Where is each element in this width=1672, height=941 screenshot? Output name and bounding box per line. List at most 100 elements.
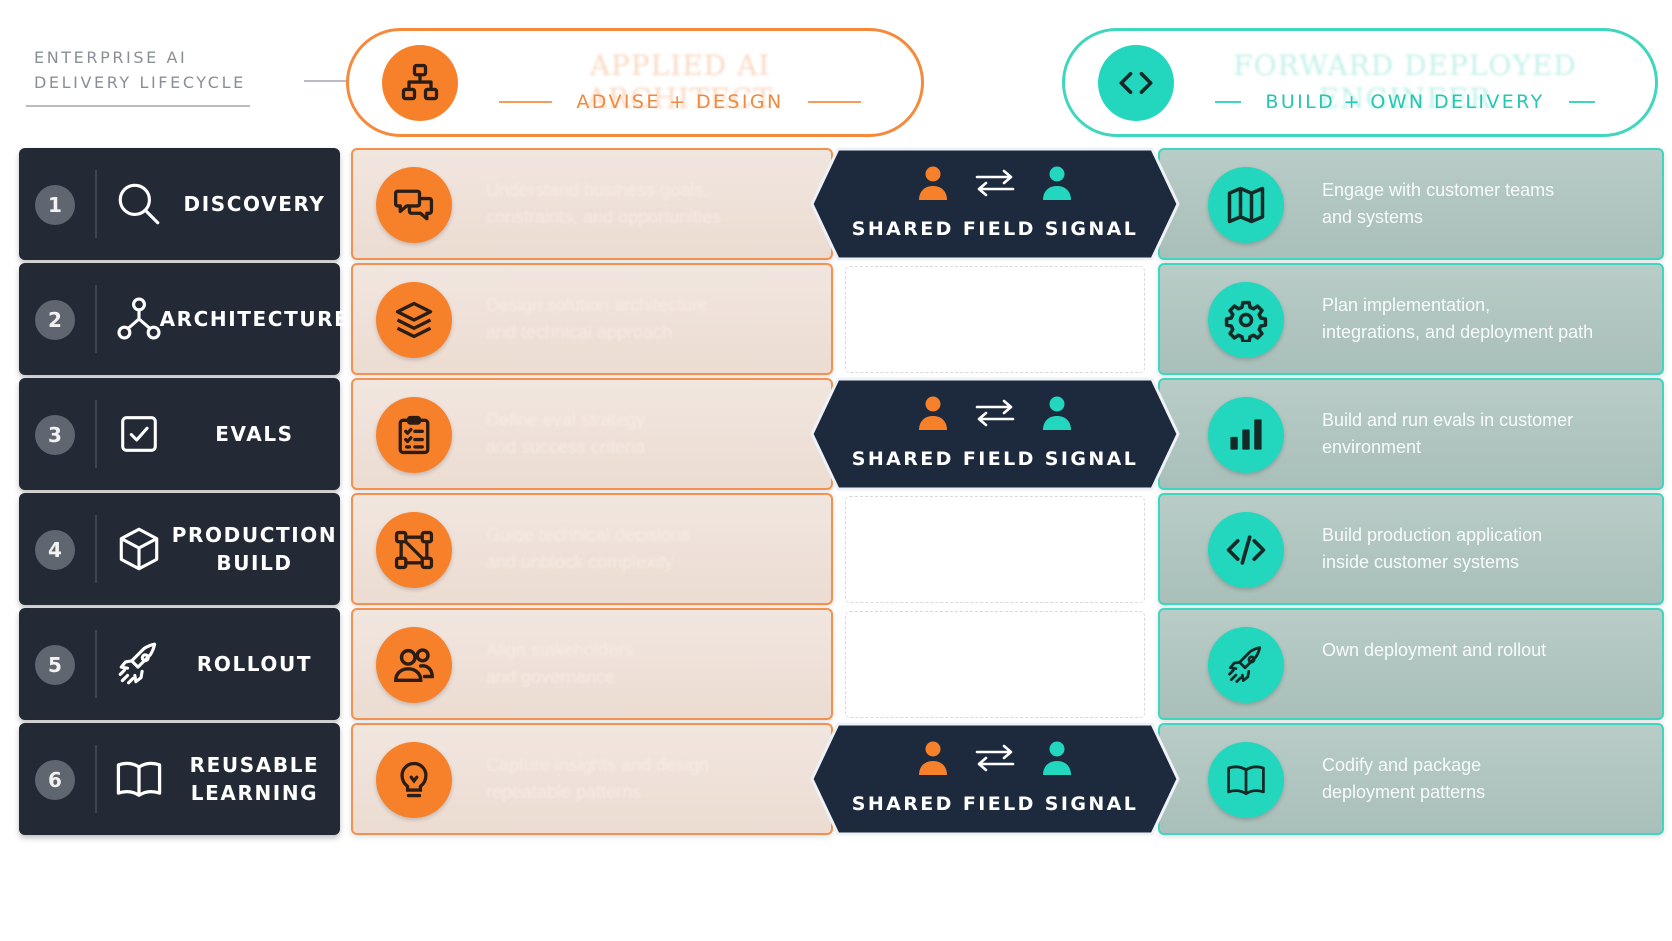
brand-underline: [26, 105, 250, 107]
stage-card: 1 DISCOVERY: [19, 148, 340, 260]
step-number-badge: 6: [35, 760, 75, 800]
code-icon: [1208, 512, 1284, 588]
engineer-subtitle: BUILD + OWN DELIVERY: [1265, 91, 1545, 113]
stage-divider: [95, 400, 97, 468]
shared-field-signal-badge: SHARED FIELD SIGNAL: [808, 145, 1182, 263]
architect-card: Capture insights and design repeatable p…: [351, 723, 833, 835]
architect-subtitle-row: ADVISE + DESIGN: [499, 91, 861, 113]
step-number-badge: 2: [35, 300, 75, 340]
brand-line-2: DELIVERY LIFECYCLE: [34, 73, 246, 92]
architect-header: APPLIED AI ARCHITECT ADVISE + DESIGN: [346, 28, 924, 137]
nodes-icon: [376, 512, 452, 588]
stage-label: DISCOVERY: [183, 192, 326, 216]
engineer-description: Codify and package deployment patterns: [1322, 755, 1486, 802]
people-icon: [376, 627, 452, 703]
architect-card: Align stakeholders and governance: [351, 608, 833, 720]
engineer-description: Plan implementation, integrations, and d…: [1322, 295, 1594, 342]
subtitle-rule-left: [499, 101, 553, 103]
book-icon: [1208, 742, 1284, 818]
bar-chart-icon: [1208, 397, 1284, 473]
step-number-badge: 3: [35, 415, 75, 455]
architect-person-icon: [918, 740, 948, 781]
code-icon: [1098, 45, 1174, 121]
clipboard-checklist-icon: [376, 397, 452, 473]
architect-card: Understand business goals, constraints, …: [351, 148, 833, 260]
stage-divider: [95, 285, 97, 353]
shared-figures: [808, 740, 1182, 781]
engineer-card: Plan implementation, integrations, and d…: [1158, 263, 1664, 375]
stage-label: ROLLOUT: [196, 652, 313, 676]
empty-shared-slot: [845, 496, 1145, 603]
stage-label: PRODUCTION BUILD: [171, 523, 338, 575]
step-number-badge: 1: [35, 185, 75, 225]
architect-description: Align stakeholders and governance: [486, 640, 634, 687]
architect-description: Guide technical decisions and unblock co…: [486, 525, 691, 572]
brand-block: ENTERPRISE AI DELIVERY LIFECYCLE: [26, 45, 356, 107]
exchange-arrows-icon: [974, 398, 1016, 433]
stage-label: EVALS: [215, 422, 294, 446]
engineer-description: Engage with customer teams and systems: [1322, 180, 1555, 227]
stage-card: 3 EVALS: [19, 378, 340, 490]
subtitle-rule-right: [807, 101, 861, 103]
lifecycle-row: 6 REUSABLE LEARNING Capture insights and d…: [0, 720, 1672, 838]
network-icon: [111, 291, 167, 347]
shared-figures: [808, 395, 1182, 436]
engineer-subtitle-row: BUILD + OWN DELIVERY: [1215, 91, 1595, 113]
architect-title: APPLIED AI ARCHITECT: [586, 49, 774, 115]
engineer-description: Build and run evals in customer environm…: [1322, 410, 1574, 457]
engineer-person-icon: [1042, 740, 1072, 781]
architect-person-icon: [918, 165, 948, 206]
lifecycle-row: 3 EVALS Define eval strategy and success c…: [0, 375, 1672, 493]
shared-field-signal-badge: SHARED FIELD SIGNAL: [808, 720, 1182, 838]
chat-bubbles-icon: [376, 167, 452, 243]
stage-divider: [95, 515, 97, 583]
engineer-card: Engage with customer teams and systems: [1158, 148, 1664, 260]
subtitle-rule-left: [1215, 101, 1242, 103]
empty-shared-slot: [845, 611, 1145, 718]
architect-card: Design solution architecture and technic…: [351, 263, 833, 375]
shared-figures: [808, 165, 1182, 206]
stage-card: 4 PRODUCTION BUILD: [19, 493, 340, 605]
gear-icon: [1208, 282, 1284, 358]
stage-divider: [95, 745, 97, 813]
engineer-card: Own deployment and rollout: [1158, 608, 1664, 720]
engineer-header: FORWARD DEPLOYED ENGINEER BUILD + OWN DE…: [1062, 28, 1658, 137]
stage-divider: [95, 630, 97, 698]
stage-divider: [95, 170, 97, 238]
stage-card: 2 ARCHITECTURE: [19, 263, 350, 375]
architect-description: Capture insights and design repeatable p…: [486, 755, 710, 802]
engineer-title: FORWARD DEPLOYED ENGINEER: [1233, 49, 1577, 115]
empty-shared-slot: [845, 266, 1145, 373]
architect-card: Define eval strategy and success criteri…: [351, 378, 833, 490]
brand-line-1: ENTERPRISE AI: [34, 48, 188, 67]
cube-icon: [111, 521, 167, 577]
step-number-badge: 4: [35, 530, 75, 570]
map-icon: [1208, 167, 1284, 243]
engineer-person-icon: [1042, 395, 1072, 436]
shared-signal-label: SHARED FIELD SIGNAL: [851, 793, 1139, 815]
engineer-person-icon: [1042, 165, 1072, 206]
exchange-arrows-icon: [974, 743, 1016, 778]
layers-icon: [376, 282, 452, 358]
stage-label: ARCHITECTURE: [159, 307, 350, 331]
shared-signal-label: SHARED FIELD SIGNAL: [851, 448, 1139, 470]
engineer-card: Build production application inside cust…: [1158, 493, 1664, 605]
lifecycle-row: 4 PRODUCTION BUILD Guide technical decisio…: [0, 493, 1672, 605]
architect-card: Guide technical decisions and unblock co…: [351, 493, 833, 605]
engineer-description: Build production application inside cust…: [1322, 525, 1543, 572]
engineer-card: Codify and package deployment patterns: [1158, 723, 1664, 835]
stage-label: REUSABLE LEARNING: [189, 753, 320, 805]
architect-subtitle: ADVISE + DESIGN: [576, 91, 784, 113]
engineer-card: Build and run evals in customer environm…: [1158, 378, 1664, 490]
book-icon: [111, 751, 167, 807]
hierarchy-icon: [382, 45, 458, 121]
shared-signal-label: SHARED FIELD SIGNAL: [851, 218, 1139, 240]
shared-field-signal-badge: SHARED FIELD SIGNAL: [808, 375, 1182, 493]
architect-description: Define eval strategy and success criteri…: [486, 410, 646, 457]
search-icon: [111, 176, 167, 232]
checkbox-icon: [111, 406, 167, 462]
subtitle-rule-right: [1568, 101, 1595, 103]
